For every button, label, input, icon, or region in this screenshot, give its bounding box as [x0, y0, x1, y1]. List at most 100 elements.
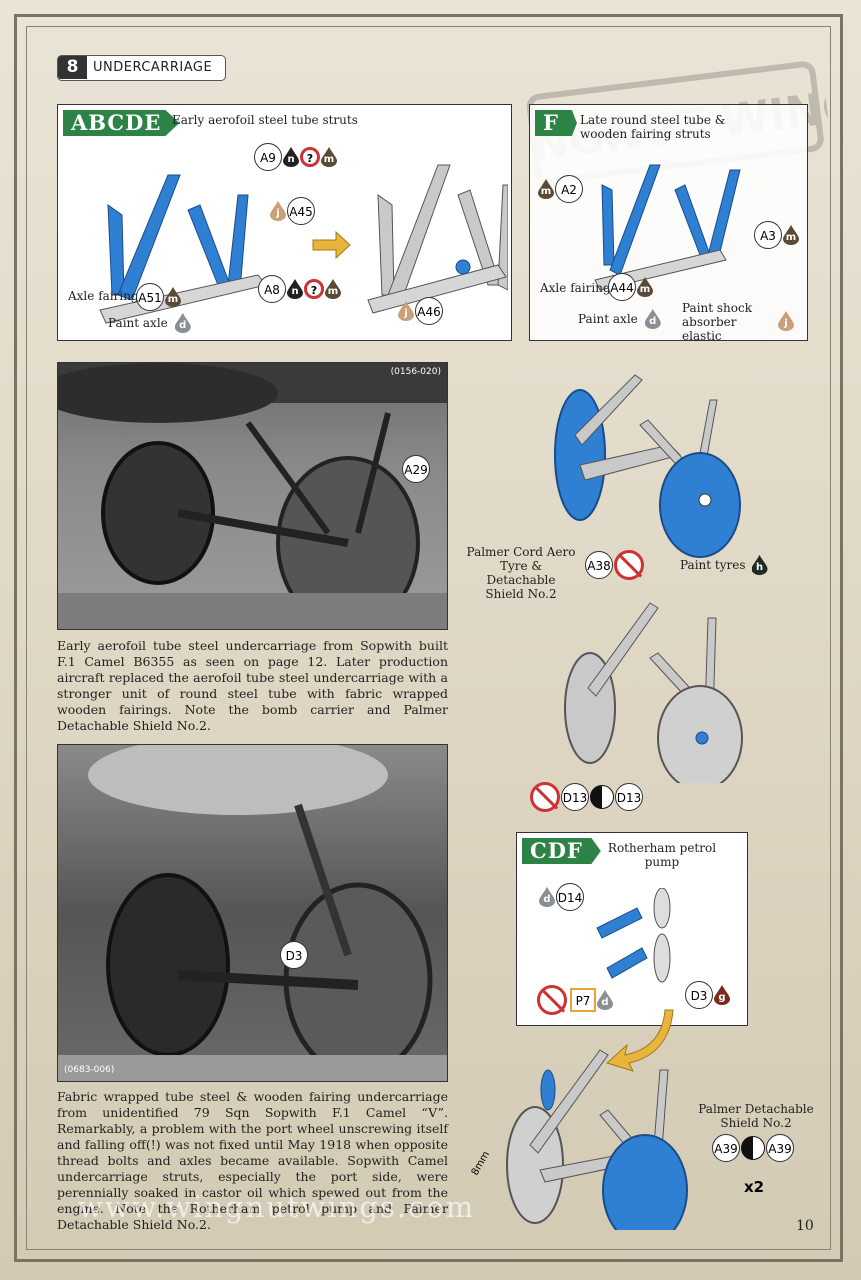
- part-a29: A29: [402, 455, 430, 483]
- axle-fairing-label-f: Axle fairing: [540, 281, 611, 295]
- reference-photo-early: (0156-020) A29: [57, 362, 448, 630]
- paint-m-icon: m: [637, 277, 653, 297]
- callout-d13: D13 D13: [530, 782, 643, 812]
- page-number: 10: [796, 1218, 814, 1234]
- paint-q-icon: ?: [300, 147, 320, 167]
- paint-q-icon: ?: [304, 279, 324, 299]
- part-a51: A51: [136, 283, 164, 311]
- yin-yang-icon: [741, 1136, 765, 1160]
- strut-blue-left: [107, 174, 249, 301]
- panel-abcde-caption: Early aerofoil steel tube struts: [172, 113, 358, 127]
- shield-label: Palmer Detachable Shield No.2: [698, 1102, 814, 1130]
- callout-a38: A38: [585, 550, 644, 580]
- paint-g-icon: g: [714, 985, 730, 1005]
- part-p7: P7: [570, 988, 596, 1012]
- paint-m-icon: m: [325, 279, 341, 299]
- callout-a39: A39 A39: [712, 1134, 794, 1162]
- paint-shock-label: Paint shock absorber elastic: [682, 301, 752, 343]
- part-a45: A45: [287, 197, 315, 225]
- no-glue-icon: [614, 550, 644, 580]
- callout-p7: P7 d: [537, 985, 613, 1015]
- part-a38: A38: [585, 551, 613, 579]
- paint-d-icon: d: [175, 313, 191, 333]
- paint-j-icon: j: [270, 201, 286, 221]
- callout-a45: j A45: [270, 197, 315, 225]
- step-title: UNDERCARRIAGE: [93, 60, 213, 75]
- paint-m-icon: m: [165, 287, 181, 307]
- petrol-pump-diagram: [596, 888, 671, 983]
- part-d13-right: D13: [615, 783, 643, 811]
- photo-ref-early: (0156-020): [390, 367, 441, 377]
- part-a39-left: A39: [712, 1134, 740, 1162]
- paint-m-icon: m: [321, 147, 337, 167]
- panel-f-caption: Late round steel tube & wooden fairing s…: [580, 113, 726, 141]
- panel-cdf-caption: Rotherham petrol pump: [607, 841, 717, 869]
- final-assembly: [506, 1049, 688, 1230]
- paint-n-icon: n: [287, 279, 303, 299]
- part-a2: A2: [555, 175, 583, 203]
- panel-f: F Late round steel tube & wooden fairing…: [529, 104, 808, 343]
- part-d14: D14: [556, 883, 584, 911]
- part-d13-left: D13: [561, 783, 589, 811]
- part-a46: A46: [415, 297, 443, 325]
- tyre-label: Palmer Cord Aero Tyre & Detachable Shiel…: [466, 545, 576, 601]
- yin-yang-icon: [590, 785, 614, 809]
- paint-axle-row: Paint axle d: [108, 313, 191, 333]
- variant-badge-abcde: ABCDE: [63, 110, 180, 136]
- panel-cdf: CDF Rotherham petrol pump d D14 P7 d D3 …: [516, 832, 748, 1026]
- late-photo-graphic: [58, 745, 447, 1081]
- paint-tyres-row: Paint tyres h: [680, 555, 768, 575]
- callout-d14: d D14: [539, 883, 584, 911]
- inner-border: [26, 26, 831, 1250]
- paint-d-icon: d: [539, 887, 555, 907]
- part-a39-right: A39: [766, 1134, 794, 1162]
- callout-a51: A51 m: [136, 283, 181, 311]
- paint-n-icon: n: [283, 147, 299, 167]
- photo-caption-early: Early aerofoil tube steel undercarriage …: [57, 638, 448, 733]
- wheel-assembly-grey: [564, 602, 743, 783]
- early-strut-diagram: [99, 164, 508, 324]
- paint-j-icon: j: [778, 311, 794, 331]
- reference-photo-late: D3 (0683-006): [57, 744, 448, 1082]
- part-a44: A44: [608, 273, 636, 301]
- step-header: 8 UNDERCARRIAGE: [57, 55, 226, 81]
- step-number: 8: [58, 56, 87, 79]
- callout-d3: D3 g: [685, 981, 730, 1009]
- no-glue-icon: [537, 985, 567, 1015]
- paint-axle-label: Paint axle: [108, 316, 168, 330]
- paint-m-icon: m: [783, 225, 799, 245]
- outer-border: [14, 14, 843, 1262]
- strut-grey-assembled: [367, 164, 508, 314]
- paint-tyres-label: Paint tyres: [680, 558, 746, 572]
- part-a9: A9: [254, 143, 282, 171]
- paint-j-icon: j: [398, 301, 414, 321]
- part-d3-photo: D3: [280, 941, 308, 969]
- photo-caption-late: Fabric wrapped tube steel & wooden fairi…: [57, 1089, 448, 1232]
- callout-a9: A9 n ? m: [254, 143, 337, 171]
- curved-arrow: [606, 1009, 674, 1072]
- part-d3: D3: [685, 981, 713, 1009]
- early-photo-graphic: [58, 363, 447, 629]
- arrow-right: [312, 230, 351, 260]
- axle-fairing-label: Axle fairing: [68, 289, 139, 303]
- part-a8: A8: [258, 275, 286, 303]
- part-a3: A3: [754, 221, 782, 249]
- callout-a2: m A2: [538, 175, 583, 203]
- paint-d-icon: d: [645, 309, 661, 329]
- callout-a8: A8 n ? m: [258, 275, 341, 303]
- website-watermark: www.wingnutwings.com: [78, 1190, 476, 1224]
- variant-badge-f: F: [535, 110, 577, 136]
- wheel-assembly-blue: [554, 374, 741, 558]
- callout-a46: j A46: [398, 297, 443, 325]
- photo-ref-late: (0683-006): [64, 1065, 115, 1075]
- variant-badge-cdf: CDF: [522, 838, 601, 864]
- panel-abcde: ABCDE Early aerofoil steel tube struts A…: [57, 104, 512, 341]
- paint-h-icon: h: [752, 555, 768, 575]
- paint-m-icon: m: [538, 179, 554, 199]
- callout-a44: A44 m: [608, 273, 653, 301]
- callout-a3: A3 m: [754, 221, 799, 249]
- quantity-multiplier: x2: [744, 1178, 765, 1196]
- paint-axle-row-f: Paint axle d: [578, 309, 661, 329]
- paint-axle-label-f: Paint axle: [578, 312, 638, 326]
